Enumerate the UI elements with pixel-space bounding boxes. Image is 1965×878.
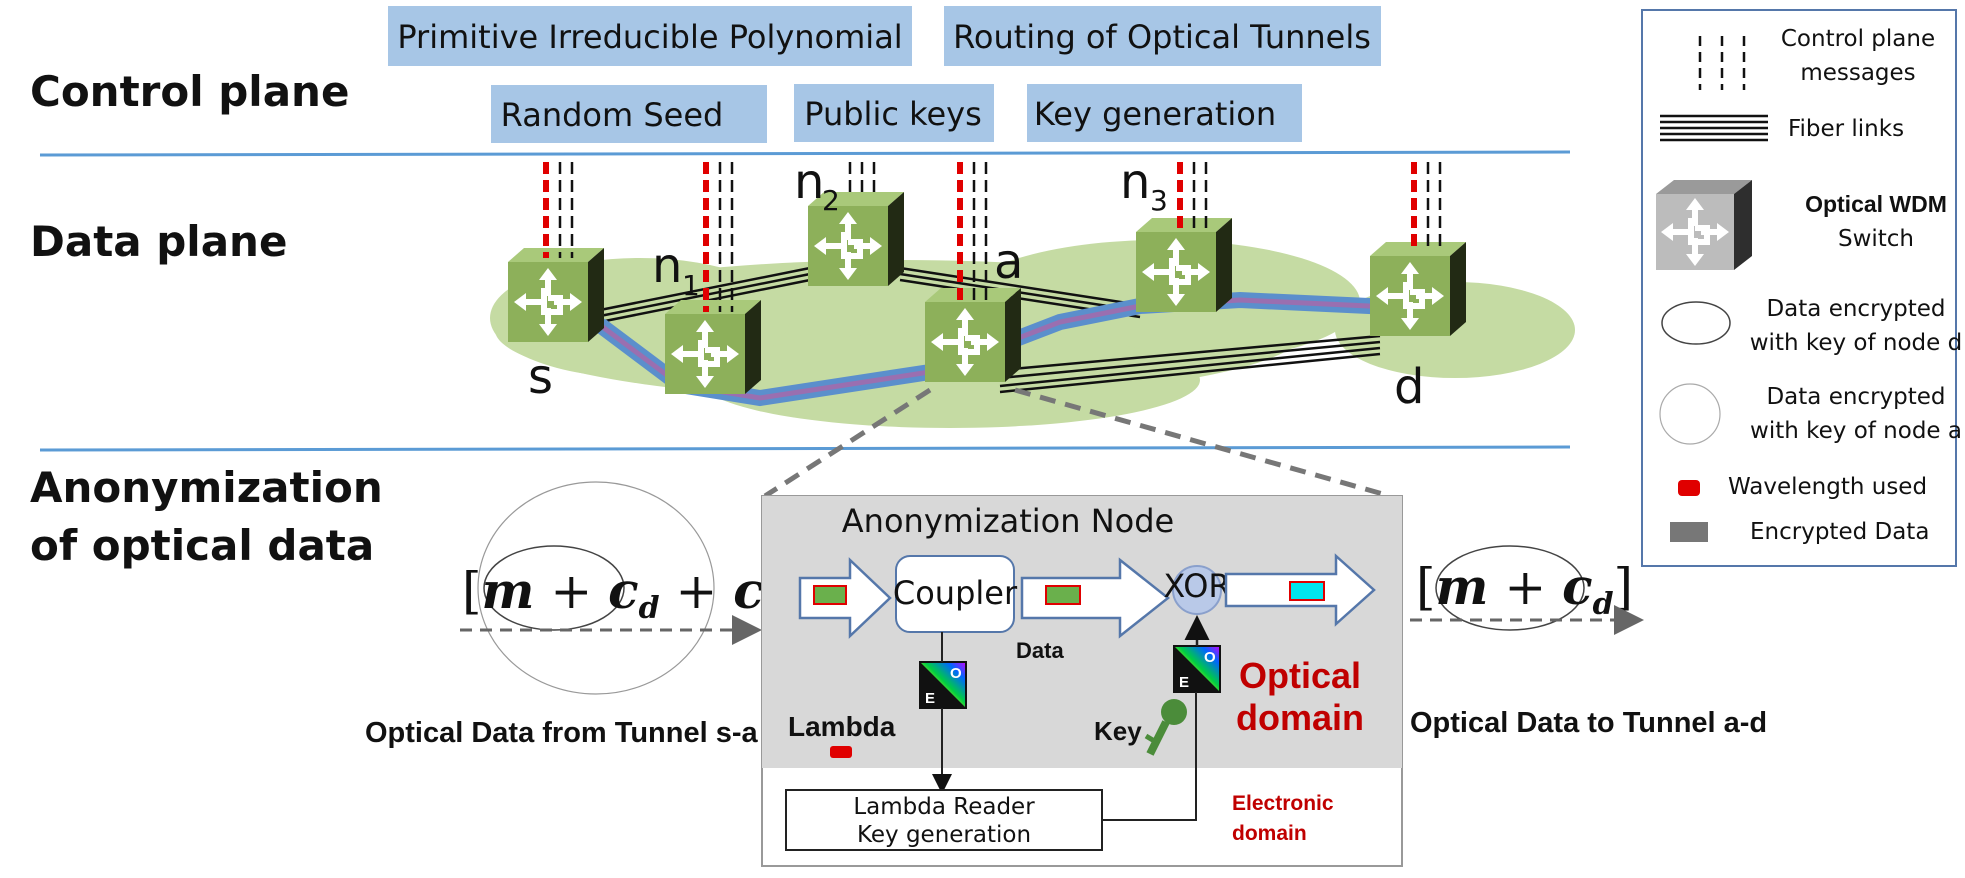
box-random-seed-label: Random Seed	[501, 96, 724, 134]
xor-label: XOR	[1163, 567, 1230, 605]
output-key-d-ellipse	[1435, 545, 1585, 631]
anonymization-node-panel: Anonymization Node Coupler XOR	[761, 495, 1403, 867]
box-primitive-polynomial: Primitive Irreducible Polynomial	[388, 6, 912, 66]
data-plane-divider	[39, 445, 1571, 452]
caption-to: Optical Data to Tunnel a-d	[1410, 707, 1767, 739]
node-a-label: a	[994, 234, 1023, 290]
control-plane-label: Control plane	[30, 67, 349, 116]
legend-wavelength: Wavelength used	[1678, 474, 1927, 500]
zoom-line-right	[1014, 387, 1391, 499]
legend-encrypted-d: Data encrypted with key of node d	[1661, 296, 1962, 356]
legend-encrypted-label: Encrypted Data	[1750, 519, 1929, 545]
electronic-domain-line2: domain	[1232, 822, 1307, 845]
legend-control-messages: Control plane messages	[1698, 26, 1935, 90]
node-n3-label: n	[1120, 154, 1150, 210]
legend-enc-a-line1: Data encrypted	[1766, 384, 1945, 410]
zoom-line-left	[763, 387, 932, 499]
oe-converter-key: E O	[1173, 645, 1221, 693]
lambda-label: Lambda	[788, 711, 896, 742]
legend-encrypted-a: Data encrypted with key of node a	[1659, 383, 1962, 445]
data-plane-label: Data plane	[30, 217, 287, 266]
box-random-seed: Random Seed	[491, 85, 767, 143]
block-arrow-mid	[1020, 557, 1171, 639]
electronic-domain-line1: Electronic	[1232, 792, 1334, 815]
node-s: s	[508, 248, 604, 405]
node-a: a	[925, 234, 1023, 382]
data-label: Data	[1016, 638, 1064, 663]
encrypted-data-swatch	[1670, 522, 1708, 542]
optical-domain-line1: Optical	[1239, 655, 1361, 696]
node-n2: n 2	[794, 154, 904, 286]
box-public-keys: Public keys	[794, 84, 994, 142]
lambda-reader-line2: Key generation	[857, 822, 1031, 848]
lambda-wavelength-icon	[830, 746, 852, 758]
key-icon	[1144, 699, 1187, 756]
anonymization-label-line2: of optical data	[30, 521, 374, 570]
lambda-reader-box: Lambda Reader Key generation	[785, 789, 1103, 851]
box-routing-label: Routing of Optical Tunnels	[953, 18, 1371, 56]
legend-wdm-line1: Optical WDM	[1805, 191, 1947, 217]
legend-panel: Control plane messages Fiber links Optic…	[1641, 9, 1962, 567]
box-primitive-polynomial-label: Primitive Irreducible Polynomial	[397, 18, 902, 56]
oe-e-label: E	[925, 690, 935, 707]
box-public-keys-label: Public keys	[804, 95, 982, 133]
anonymization-label-line1: Anonymization	[30, 463, 383, 512]
legend-enc-d-line2: with key of node d	[1750, 330, 1962, 356]
input-formula: [m + cd + ca]	[462, 561, 803, 626]
block-arrow-out	[1224, 553, 1376, 627]
data-plane-section: Data plane s n 1	[30, 154, 1575, 452]
input-formula-group: [m + cd + ca] Optical Data from Tunnel s…	[365, 481, 803, 749]
node-n3: n 3	[1120, 154, 1232, 312]
node-n2-subscript: 2	[822, 184, 840, 217]
xor-gate: XOR	[1163, 565, 1231, 615]
legend-fiber-links: Fiber links	[1660, 114, 1904, 142]
coupler-label: Coupler	[893, 574, 1018, 612]
anonymization-section: Anonymization of optical data [m + cd + …	[30, 387, 1767, 867]
wavelength-swatch	[1678, 480, 1700, 496]
oe-e-label-key: E	[1179, 674, 1189, 691]
node-n1: n 1	[652, 238, 761, 394]
control-plane-section: Control plane Primitive Irreducible Poly…	[30, 6, 1571, 157]
legend-encrypted-data: Encrypted Data	[1670, 519, 1929, 545]
box-routing: Routing of Optical Tunnels	[944, 6, 1381, 66]
legend-enc-d-line1: Data encrypted	[1766, 296, 1945, 322]
optical-domain-line2: domain	[1236, 697, 1364, 738]
anonymization-node-title: Anonymization Node	[842, 502, 1174, 540]
node-n1-subscript: 1	[682, 269, 700, 302]
legend-enc-a-line2: with key of node a	[1750, 418, 1962, 444]
node-d: d	[1370, 242, 1466, 415]
node-n3-subscript: 3	[1150, 184, 1168, 217]
caption-from: Optical Data from Tunnel s-a	[365, 717, 759, 749]
key-d-ellipse	[483, 545, 625, 631]
control-plane-divider	[39, 150, 1571, 157]
legend-wavelength-label: Wavelength used	[1728, 474, 1927, 500]
legend-control-line1: Control plane	[1781, 26, 1935, 52]
legend-control-line2: messages	[1800, 60, 1915, 86]
node-n1-label: n	[652, 238, 682, 294]
node-n2-label: n	[794, 154, 824, 210]
box-key-generation-label: Key generation	[1034, 95, 1276, 133]
node-s-label: s	[528, 349, 553, 405]
oe-o-label-key: O	[1204, 649, 1216, 666]
control-messages	[543, 162, 1442, 312]
legend-wdm-switch: Optical WDM Switch	[1656, 180, 1947, 270]
coupler-box: Coupler	[893, 555, 1018, 633]
key-a-ellipse	[477, 481, 715, 695]
legend-wdm-line2: Switch	[1838, 226, 1914, 252]
lambda-reader-line1: Lambda Reader	[853, 794, 1035, 820]
output-formula-group: [m + cd] Optical Data to Tunnel a-d	[1410, 545, 1767, 739]
box-key-generation: Key generation	[1027, 84, 1302, 142]
output-formula: [m + cd]	[1416, 557, 1633, 622]
oe-o-label: O	[950, 665, 962, 682]
block-arrow-in	[798, 557, 892, 639]
oe-converter-lambda: E O	[919, 661, 967, 709]
key-label: Key	[1094, 716, 1142, 746]
node-d-label: d	[1394, 359, 1424, 415]
legend-fiber-label: Fiber links	[1788, 116, 1904, 142]
